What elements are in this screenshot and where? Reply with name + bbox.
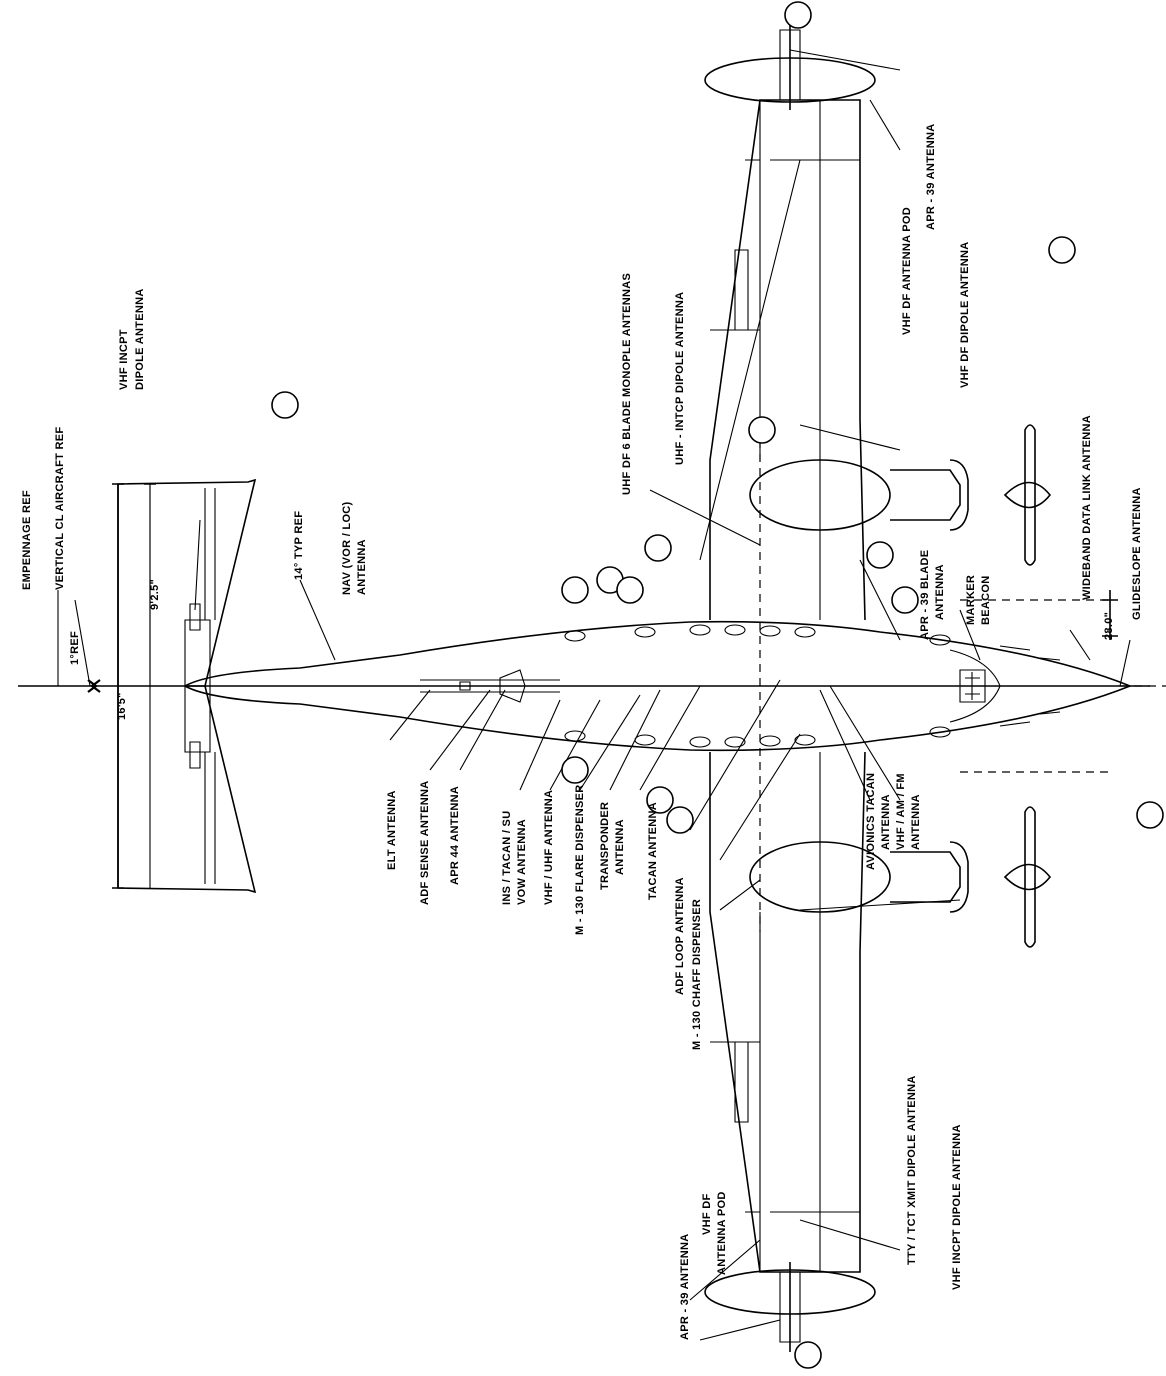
label-apr39-left: APR - 39 ANTENNA (679, 1234, 691, 1340)
label-uhf-df-blade: UHF DF 6 BLADE MONOPLE ANTENNAS (621, 273, 633, 495)
wing-bottom (709, 751, 866, 1273)
label-ins-tacan-1: INS / TACAN / SU (501, 811, 513, 905)
label-flare-m130: M - 130 FLARE DISPENSER (574, 784, 586, 935)
label-dim-9-2-5: 9'2.5" (149, 579, 161, 610)
label-marker-2: BEACON (980, 576, 992, 625)
label-vhf-uhf: VHF / UHF ANTENNA (543, 790, 555, 905)
wing-top (709, 99, 866, 621)
label-vertical-cl: VERTICAL CL AIRCRAFT REF (54, 427, 66, 590)
label-vhf-incpt-wing: VHF INCPT DIPOLE ANTENNA (951, 1124, 963, 1290)
label-vhf-df-dipole: VHF DF DIPOLE ANTENNA (959, 242, 971, 388)
label-apr44: APR 44 ANTENNA (449, 786, 461, 885)
label-vhf-am-fm-1: VHF / AM / FM (895, 773, 907, 850)
label-vhf-am-fm-2: ANTENNA (910, 794, 922, 850)
label-avionics-tacan-2: ANTENNA (880, 794, 892, 850)
cabin-windows-upper (564, 624, 951, 646)
label-vhf-df-pod-right: VHF DF ANTENNA POD (901, 207, 913, 335)
label-adf-sense: ADF SENSE ANTENNA (419, 781, 431, 905)
propeller-top (1003, 481, 1052, 509)
station-callouts (271, 1, 1164, 1369)
label-ins-tacan-2: VOW ANTENNA (516, 819, 528, 905)
label-apr39-blade-1: APR - 39 BLADE (919, 550, 931, 640)
aircraft-planform (18, 20, 1166, 1352)
label-elt: ELT ANTENNA (386, 790, 398, 870)
label-apr39-right: APR - 39 ANTENNA (925, 124, 937, 230)
label-apr39-blade-2: ANTENNA (934, 564, 946, 620)
leader-lines (57, 49, 1131, 1341)
aft-fuselage (183, 620, 1133, 752)
label-wideband: WIDEBAND DATA LINK ANTENNA (1081, 415, 1093, 600)
label-nav-vor-loc-2: ANTENNA (356, 539, 368, 595)
labels: EMPENNAGE REF VERTICAL CL AIRCRAFT REF 1… (21, 124, 1143, 1340)
label-tty-tct: TTY / TCT XMIT DIPOLE ANTENNA (906, 1075, 918, 1265)
label-chaff-m130: M - 130 CHAFF DISPENSER (691, 899, 703, 1050)
cabin-windows-lower (564, 726, 951, 748)
propeller-bottom (1003, 863, 1052, 891)
label-vhf-incpt-tail-1: VHF INCPT (118, 329, 130, 390)
label-dim-28: 28.0" (1103, 612, 1115, 640)
label-marker-1: MARKER (965, 575, 977, 625)
label-dim-16-5: 16'5" (116, 692, 128, 720)
label-uhf-intcp: UHF - INTCP DIPOLE ANTENNA (674, 292, 686, 465)
label-transponder-1: TRANSPONDER (599, 802, 611, 890)
label-glideslope: GLIDESLOPE ANTENNA (1131, 487, 1143, 620)
engine-nacelle-top (749, 459, 891, 531)
label-1-deg-ref: 1°REF (69, 631, 81, 665)
engine-nacelle-bottom (749, 841, 891, 913)
label-tacan: TACAN ANTENNA (647, 802, 659, 900)
label-avionics-tacan-1: AVIONICS TACAN (865, 773, 877, 870)
label-transponder-2: ANTENNA (614, 819, 626, 875)
label-adf-loop: ADF LOOP ANTENNA (674, 877, 686, 995)
label-nav-vor-loc-1: NAV (VOR / LOC) (341, 501, 353, 595)
dimensions (87, 483, 1118, 889)
label-dim-14-typ: 14° TYP REF (293, 511, 305, 580)
label-vhf-incpt-tail-2: DIPOLE ANTENNA (134, 288, 146, 390)
label-empennage-ref: EMPENNAGE REF (21, 490, 33, 590)
label-vhf-df-left-1: VHF DF (701, 1193, 713, 1235)
label-vhf-df-left-2: ANTENNA POD (716, 1191, 728, 1275)
